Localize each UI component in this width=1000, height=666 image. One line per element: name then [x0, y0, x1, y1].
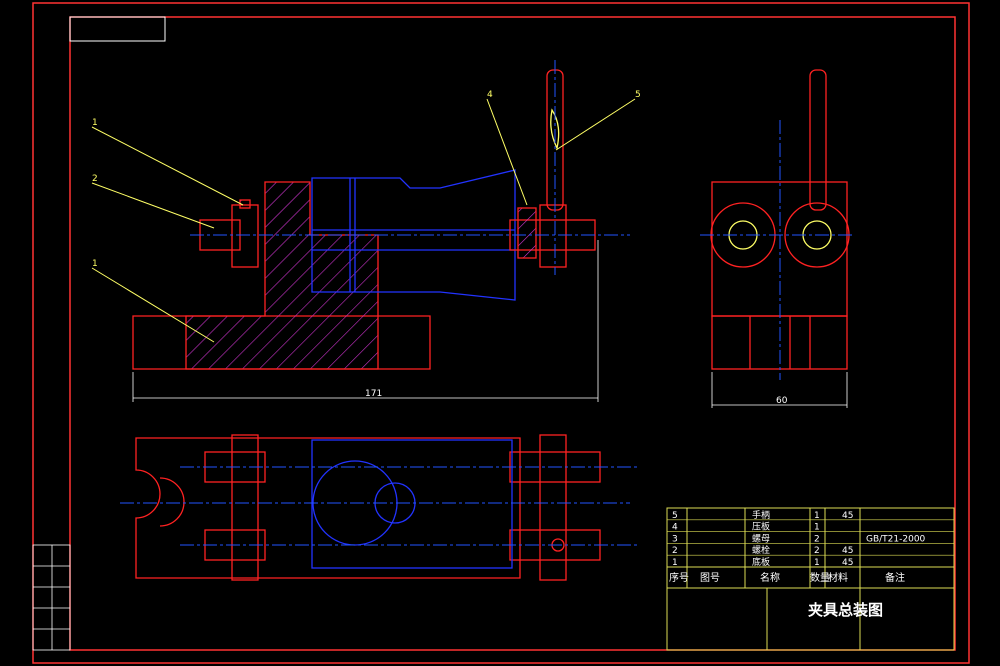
bom-cell-seq: 3 — [672, 534, 678, 544]
callout-label: 2 — [92, 174, 98, 184]
bom-cell-seq: 2 — [672, 546, 678, 556]
bom-cell-seq: 4 — [672, 523, 678, 533]
bom-cell-qty: 2 — [814, 546, 820, 556]
bom-cell-remark: GB/T21-2000 — [866, 534, 926, 544]
top-view — [120, 434, 640, 581]
bom-header-name: 名称 — [760, 571, 780, 584]
side-width-dim: 60 — [776, 396, 788, 406]
bom-cell-qty: 1 — [814, 558, 820, 568]
side-view — [700, 69, 855, 408]
callout-label: 5 — [635, 90, 641, 100]
callout-label: 1 — [92, 118, 98, 128]
callout-label: 4 — [487, 90, 493, 100]
bom-header-material: 材料 — [828, 571, 848, 584]
bom-cell-name: 螺栓 — [752, 544, 770, 556]
bom-table: 5 手柄 1 45 4 压板 1 3 螺母 2 GB/T21-2000 2 螺栓 2 45 1 底板 1 45 — [667, 509, 954, 568]
bom-cell-name: 压板 — [752, 521, 770, 533]
bom-cell-name: 底板 — [752, 556, 770, 568]
callout-label: 1 — [92, 259, 98, 269]
bom-cell-material: 45 — [842, 546, 853, 556]
bom-cell-seq: 5 — [672, 511, 678, 521]
callout-labels: 1 2 1 4 5 — [92, 90, 641, 269]
front-length-dim: 171 — [365, 389, 382, 399]
drawing-title: 夹具总装图 — [808, 601, 883, 619]
front-view — [91, 60, 636, 402]
bom-cell-name: 螺母 — [752, 533, 770, 544]
bom-cell-name: 手柄 — [752, 509, 770, 521]
base-body-section — [185, 181, 379, 370]
bom-cell-material: 45 — [842, 511, 853, 521]
revision-strip — [32, 544, 71, 651]
right-bolt — [509, 204, 596, 268]
leader-lines — [91, 98, 636, 343]
bom-header-qty: 数量 — [810, 571, 830, 584]
bom-cell-seq: 1 — [672, 558, 678, 568]
sheet-border — [32, 2, 970, 664]
bom-header-remark: 备注 — [885, 571, 905, 584]
bom-cell-material: 45 — [842, 558, 853, 568]
bom-cell-qty: 1 — [814, 523, 820, 533]
bom-header-seq: 序号 — [669, 571, 689, 584]
left-bolt — [199, 199, 259, 268]
bom-cell-qty: 1 — [814, 511, 820, 521]
bom-cell-qty: 2 — [814, 534, 820, 544]
front-dimension — [132, 240, 599, 402]
bom-header-drawing-no: 图号 — [700, 572, 720, 584]
